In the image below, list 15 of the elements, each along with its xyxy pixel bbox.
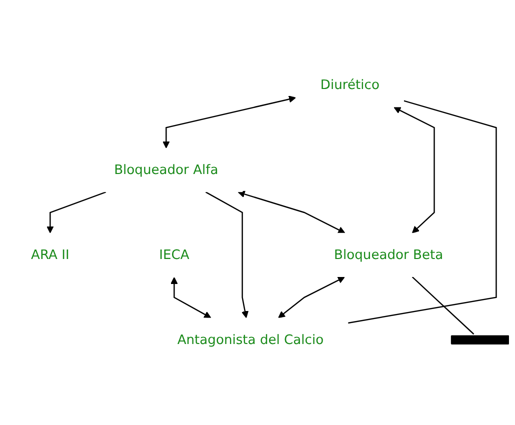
arrow: [205, 192, 249, 318]
arrow: [170, 277, 212, 318]
arrow: [162, 96, 296, 148]
connector: [412, 276, 474, 335]
node-text: Diurético: [320, 76, 380, 93]
node-text: Antagonista del Calcio: [177, 332, 324, 348]
node-text: Bloqueador Alfa: [114, 162, 218, 178]
node-text: IECA: [159, 246, 190, 262]
arrow: [394, 107, 435, 234]
node-text: Bloqueador Beta: [334, 246, 444, 262]
arrow: [278, 276, 345, 318]
connector: [348, 100, 497, 324]
node-text: ARA II: [31, 246, 70, 262]
arrow: [238, 190, 346, 234]
arrow: [46, 192, 106, 234]
